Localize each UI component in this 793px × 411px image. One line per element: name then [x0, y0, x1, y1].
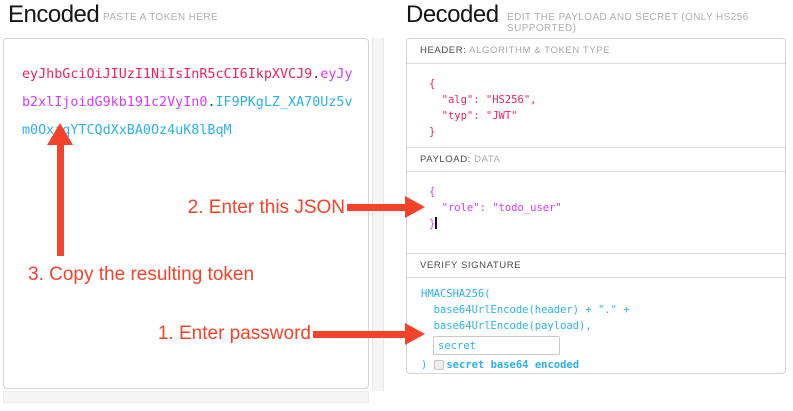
- signature-section-bar: VERIFY SIGNATURE: [407, 253, 785, 277]
- header-json-line: {: [429, 78, 436, 90]
- arrow-up-icon: [47, 123, 73, 256]
- payload-json-line: {: [429, 186, 436, 198]
- encoded-panel-subtitle: PASTE A TOKEN HERE: [103, 12, 219, 23]
- token-separator: .: [207, 95, 216, 110]
- vertical-scrollbar[interactable]: [372, 38, 384, 391]
- signature-code-line: base64UrlEncode(header) + "." +: [421, 304, 630, 316]
- header-section-bar: HEADER: ALGORITHM & TOKEN TYPE: [407, 39, 785, 63]
- payload-section-label: PAYLOAD:: [420, 154, 471, 165]
- closing-paren: ): [421, 359, 428, 371]
- signature-editor: HMACSHA256( base64UrlEncode(header) + ".…: [407, 277, 785, 373]
- header-section-sublabel: ALGORITHM & TOKEN TYPE: [469, 45, 611, 56]
- payload-json-editor[interactable]: { "role": "todo_user" }: [407, 171, 785, 253]
- token-payload-segment: eyJyb2xlIjoidG9kb191c2VyIn0: [22, 67, 353, 110]
- base64-checkbox-label: secret base64 encoded: [446, 359, 580, 371]
- secret-input[interactable]: [433, 336, 560, 355]
- signature-code-line: base64UrlEncode(payload),: [421, 320, 592, 332]
- payload-section-sublabel: DATA: [474, 154, 501, 165]
- annotation-step3: 3. Copy the resulting token: [28, 264, 255, 285]
- decoded-panel: HEADER: ALGORITHM & TOKEN TYPE { "alg": …: [406, 38, 786, 374]
- token-header-segment: eyJhbGciOiJIUzI1NiIsInR5cCI6IkpXVCJ9: [22, 67, 313, 82]
- decoded-panel-subtitle: EDIT THE PAYLOAD AND SECRET (ONLY HS256 …: [507, 12, 749, 34]
- base64-checkbox[interactable]: [434, 360, 445, 370]
- header-json-line: "alg": "HS256",: [429, 94, 537, 106]
- jwt-token-text: eyJhbGciOiJIUzI1NiIsInR5cCI6IkpXVCJ9.eyJ…: [4, 39, 368, 145]
- text-cursor: [435, 217, 437, 229]
- horizontal-scrollbar[interactable]: [3, 391, 369, 403]
- encoded-token-textarea[interactable]: eyJhbGciOiJIUzI1NiIsInR5cCI6IkpXVCJ9.eyJ…: [3, 38, 369, 389]
- token-separator: .: [312, 67, 321, 82]
- payload-json-line: }: [429, 217, 437, 230]
- header-json-editor[interactable]: { "alg": "HS256", "typ": "JWT" }: [407, 63, 785, 147]
- signature-section-label: VERIFY SIGNATURE: [420, 260, 522, 271]
- header-json-line: "typ": "JWT": [429, 110, 518, 122]
- arrow-right-icon: [313, 323, 425, 345]
- payload-section-bar: PAYLOAD: DATA: [407, 147, 785, 171]
- header-json-line: }: [429, 126, 436, 138]
- arrow-right-icon: [347, 196, 425, 218]
- signature-code-line: HMACSHA256(: [421, 288, 491, 300]
- header-section-label: HEADER:: [420, 45, 467, 56]
- encoded-panel-title: Encoded: [8, 1, 100, 28]
- payload-json-line: "role": "todo_user": [429, 202, 562, 214]
- decoded-panel-title: Decoded: [406, 1, 499, 28]
- annotation-step2: 2. Enter this JSON: [187, 197, 345, 218]
- annotation-step1: 1. Enter password: [157, 323, 311, 344]
- token-signature-segment: IF9PKgLZ_XA70Uz5vm0OxrqYTCQdXxBA0Oz4uK8l…: [22, 95, 353, 138]
